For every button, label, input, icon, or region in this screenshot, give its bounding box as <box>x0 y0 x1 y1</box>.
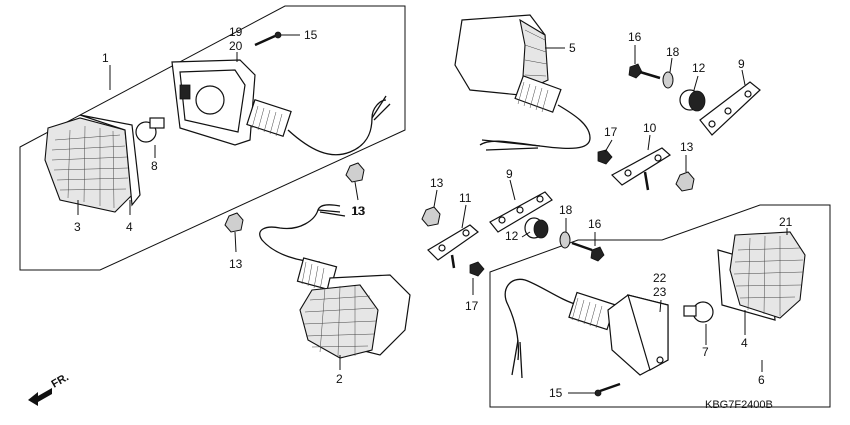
callout: 13 <box>352 204 366 218</box>
callout: 5 <box>569 41 576 55</box>
callout: 4 <box>126 220 133 234</box>
bolt-16-top <box>628 63 661 80</box>
grommet-12-middle <box>524 217 549 239</box>
callout: 18 <box>666 45 680 59</box>
turn-signal-2 <box>299 274 411 359</box>
neck-left <box>246 99 292 137</box>
lens-3 <box>44 117 133 213</box>
bolt-17-middle <box>469 261 485 277</box>
screw-15-bottom <box>594 382 621 397</box>
neck-right-top <box>514 75 562 113</box>
callout: 13 <box>430 176 444 190</box>
front-direction-arrow: FR. <box>28 371 71 406</box>
bulb-8 <box>135 117 165 143</box>
callout: 16 <box>628 30 642 44</box>
gasket-4 <box>79 114 141 207</box>
bracket-11 <box>427 224 479 269</box>
callout: 22 <box>653 271 667 285</box>
callout: 13 <box>351 204 365 218</box>
wire-right-top-ends <box>481 139 541 151</box>
washer-18-top <box>662 71 674 89</box>
nut-13-lower <box>224 212 244 233</box>
callout: 15 <box>304 28 318 42</box>
washer-18-middle <box>559 231 571 249</box>
callout: 16 <box>588 217 602 231</box>
callout: 3 <box>74 220 81 234</box>
wire-right-top <box>479 104 591 150</box>
bolt-17-top <box>597 149 613 165</box>
bolt-16-middle <box>571 241 605 262</box>
callout: 4 <box>741 336 748 350</box>
direction-label: FR. <box>50 371 71 390</box>
callout: 23 <box>653 285 667 299</box>
callout: 13 <box>680 140 694 154</box>
wire-lower-left-ends <box>317 209 346 217</box>
callout: 9 <box>506 167 513 181</box>
screw-15-top <box>254 31 282 47</box>
wire-left-ends <box>371 95 391 121</box>
callout: 12 <box>505 229 519 243</box>
diagram-code: KBG7F2400B <box>705 399 773 411</box>
callout: 12 <box>692 61 706 75</box>
group-outline-right <box>489 204 831 408</box>
bracket-10 <box>611 147 672 191</box>
leader-lines <box>77 34 788 394</box>
callout: 21 <box>779 215 793 229</box>
callout: 17 <box>465 299 479 313</box>
lens-21 <box>729 231 806 319</box>
callout: 1 <box>102 51 109 65</box>
nut-13-right-top <box>675 171 695 192</box>
callout: 20 <box>229 39 243 53</box>
callout: 9 <box>738 57 745 71</box>
bracket-9-top <box>699 81 761 136</box>
callout: 7 <box>702 345 709 359</box>
wire-lower-left <box>259 204 341 263</box>
nut-13-left <box>345 162 365 183</box>
callout-labels: 1 2 3 4 5 6 7 8 9 9 10 11 12 12 13 13 13… <box>74 25 793 400</box>
group-outline-left <box>19 5 406 271</box>
callout: 2 <box>336 372 343 386</box>
housing-left <box>171 59 256 146</box>
callout: 11 <box>459 191 472 205</box>
bulb-7 <box>683 301 714 323</box>
wire-lower-right-ends <box>511 339 523 379</box>
callout: 18 <box>559 203 573 217</box>
grommet-12-top <box>679 89 706 112</box>
turn-signal-5 <box>454 14 549 96</box>
callout: 6 <box>758 373 765 387</box>
wire-left <box>287 99 387 156</box>
callout: 15 <box>549 386 563 400</box>
callout: 17 <box>604 125 618 139</box>
bracket-9-middle <box>489 191 553 233</box>
callout: 8 <box>151 159 158 173</box>
nut-13-middle <box>421 206 441 227</box>
callout: 13 <box>229 257 243 271</box>
callout: 10 <box>643 121 657 135</box>
housing-22-23 <box>607 294 669 376</box>
wire-lower-right <box>504 278 579 361</box>
callout: 19 <box>229 25 243 39</box>
